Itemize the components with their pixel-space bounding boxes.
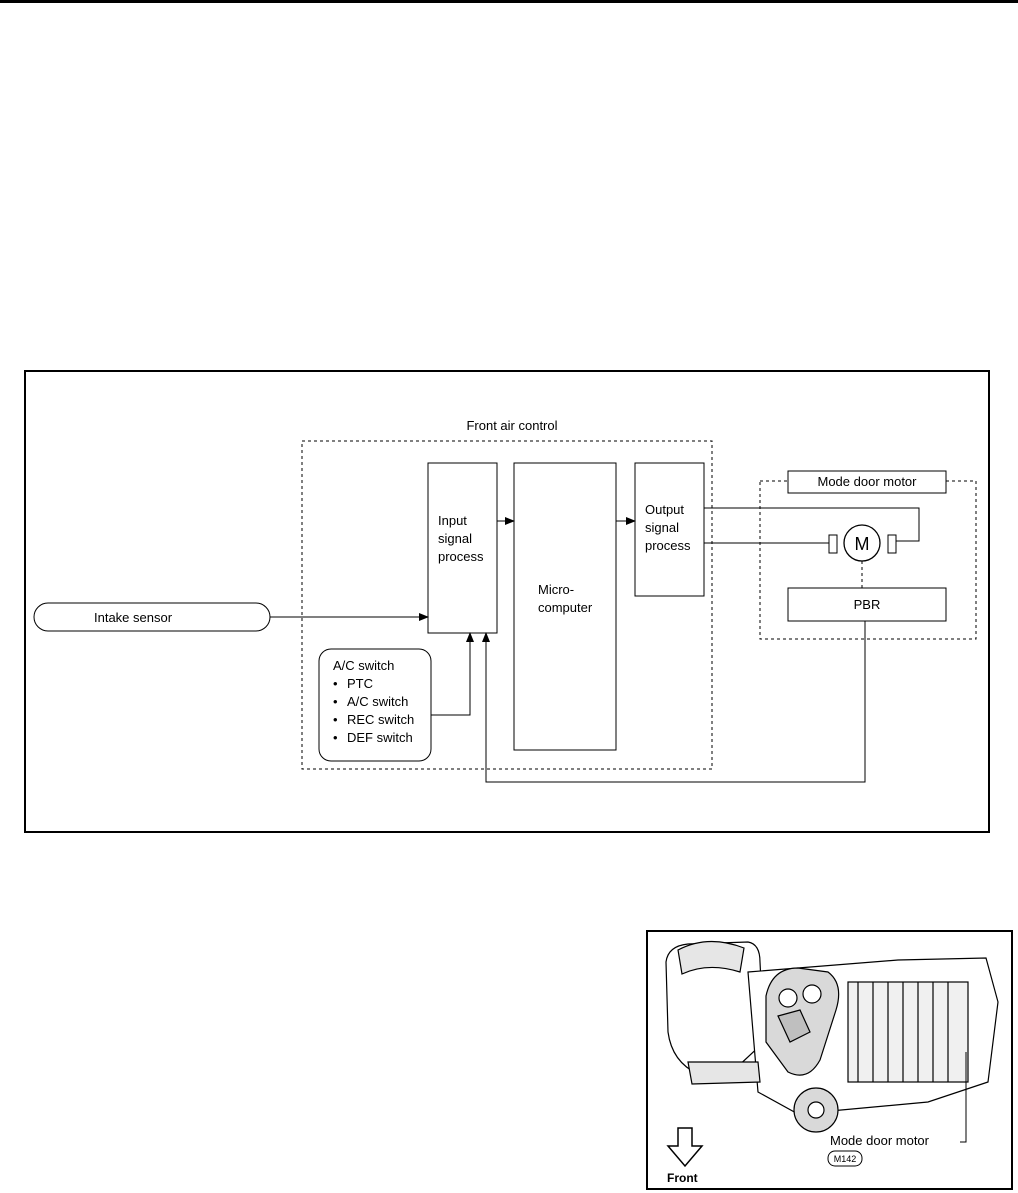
ac-item-1: PTC (347, 676, 373, 691)
motor-symbol-letter: M (855, 534, 870, 554)
motor-boss-left (778, 988, 798, 1008)
bullet-2: • (333, 694, 338, 709)
micro-computer-box (513, 462, 617, 751)
front-air-control-label: Front air control (466, 418, 557, 433)
blower-housing (665, 941, 765, 1075)
front-air-control-box (301, 440, 713, 770)
motor-terminal-left (828, 534, 838, 554)
bullet-1: • (333, 676, 338, 691)
input-signal-process-line-2: signal (438, 531, 472, 546)
blower-inlet (677, 940, 745, 975)
ac-item-2: A/C switch (347, 694, 408, 709)
ac-item-4: DEF switch (347, 730, 413, 745)
output-signal-process-line-2: signal (645, 520, 679, 535)
output-signal-process-line-1: Output (645, 502, 684, 517)
hvac-unit-illustration: Mode door motor M142 Front (665, 940, 999, 1185)
ac-switch-title: A/C switch (333, 658, 394, 673)
motor-core (777, 1009, 811, 1043)
mode-door-motor-label: Mode door motor (818, 474, 918, 489)
ac-switch-box (318, 648, 432, 762)
bullet-3: • (333, 712, 338, 727)
pbr-feedback-wire (482, 621, 866, 783)
output-signal-process-line-3: process (645, 538, 691, 553)
component-location-illustration: Mode door motor M142 Front (646, 930, 1013, 1190)
evaporator-core (847, 981, 969, 1083)
pbr-box (787, 587, 947, 622)
bullet-4: • (333, 730, 338, 745)
connector-label: M142 (834, 1154, 857, 1164)
diagram-frame (24, 370, 990, 833)
intake-sensor-label: Intake sensor (94, 610, 173, 625)
motor-terminal-right (887, 534, 897, 554)
motor-boss-right (802, 984, 822, 1004)
drain-fitting-center (807, 1101, 825, 1119)
front-arrow-icon (666, 1127, 704, 1168)
micro-computer-line-2: computer (538, 600, 593, 615)
output-wire-top (704, 507, 920, 542)
output-signal-process-box (634, 462, 705, 597)
direction-label: Front (667, 1171, 698, 1185)
micro-computer-line-1: Micro- (538, 582, 574, 597)
input-signal-process-line-3: process (438, 549, 484, 564)
input-signal-process-box (427, 462, 498, 634)
pbr-label: PBR (854, 597, 881, 612)
input-signal-process-line-1: Input (438, 513, 467, 528)
mode-door-motor-label-box (787, 470, 947, 494)
ac-item-3: REC switch (347, 712, 414, 727)
callout-label: Mode door motor (830, 1133, 930, 1148)
callout-line (960, 1052, 967, 1143)
connector-badge (827, 1150, 863, 1167)
lower-duct (687, 1061, 761, 1085)
ac-switch-wire (431, 632, 474, 716)
top-rule (0, 0, 1018, 3)
